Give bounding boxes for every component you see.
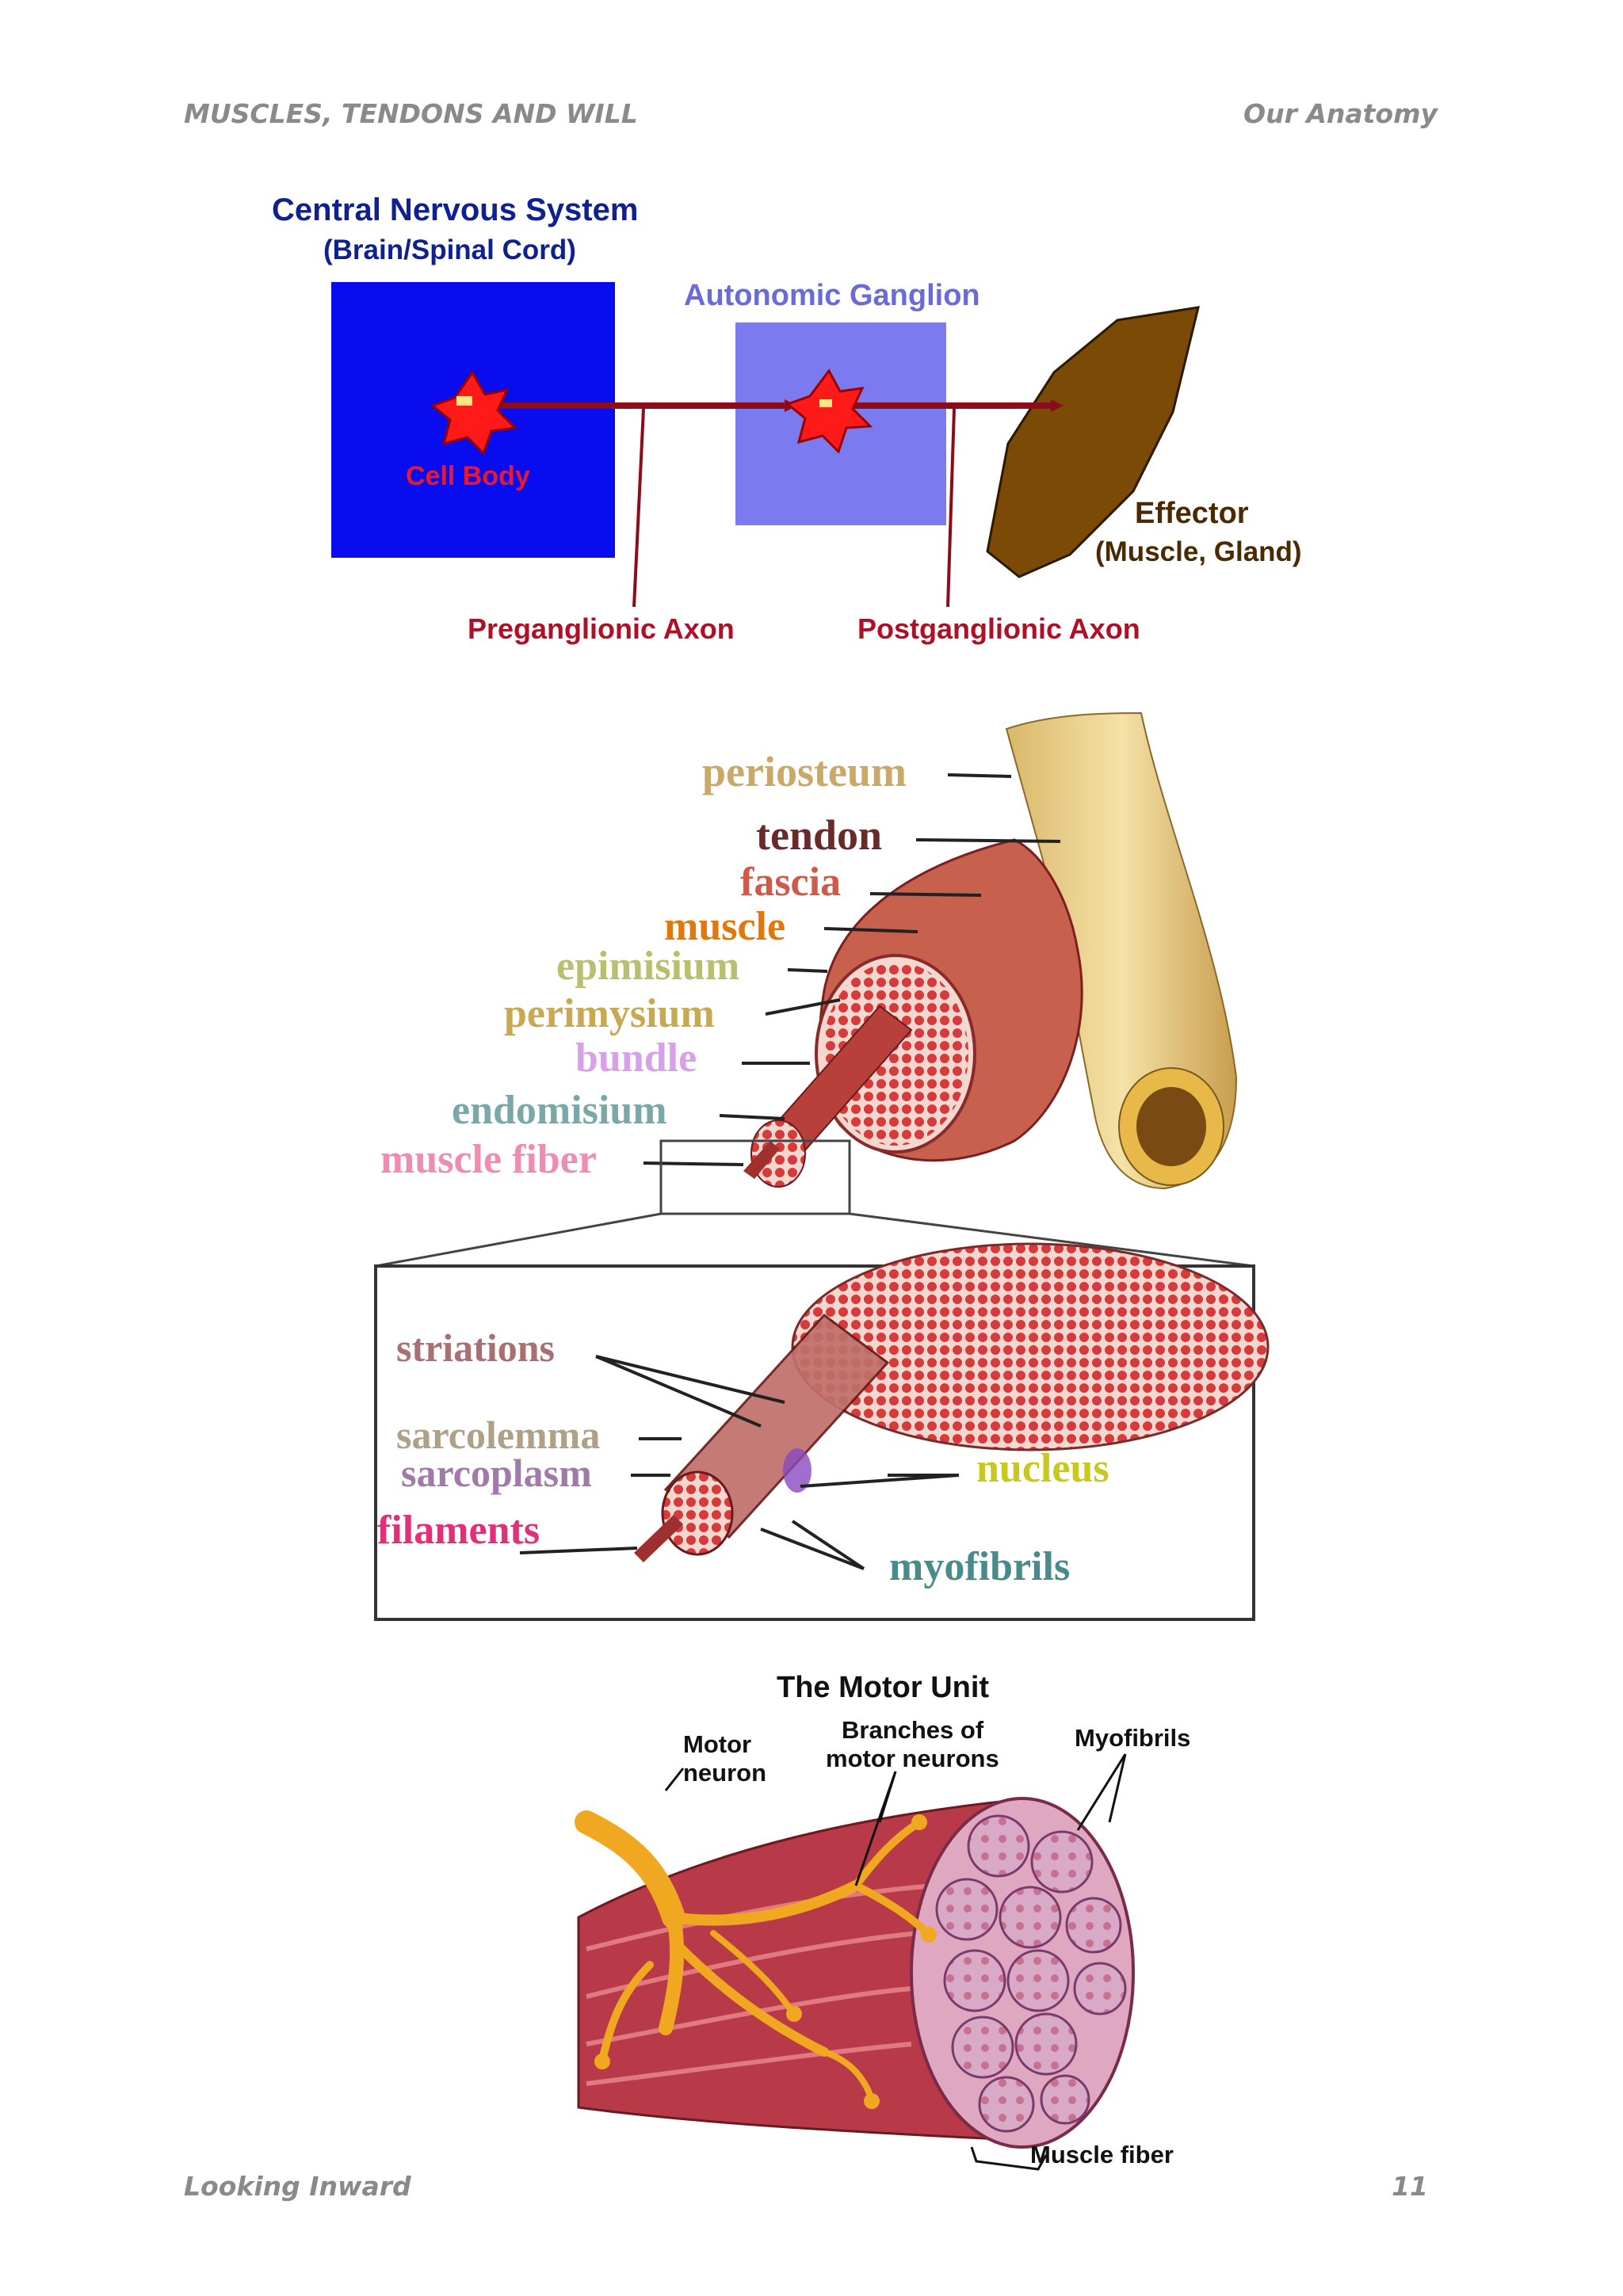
preganglionic-axon-label: Preganglionic Axon — [468, 612, 735, 645]
detail-nucleus — [783, 1448, 812, 1493]
fig2-pointer-lines — [643, 773, 1061, 1166]
myofibrils-label: Myofibrils — [1075, 1724, 1190, 1752]
bone-marrow-core — [1136, 1087, 1206, 1166]
autonomic-pathway-diagram: Central Nervous System (Brain/Spinal Cor… — [272, 193, 1302, 645]
label-periosteum: periosteum — [702, 748, 907, 795]
running-footer-left: Looking Inward — [184, 2171, 411, 2202]
label-myofibrils: myofibrils — [889, 1544, 1070, 1589]
cns-title: Central Nervous System — [272, 193, 638, 227]
cns-cell-body-icon — [430, 370, 518, 456]
label-muscle: muscle — [664, 904, 785, 949]
fascicle-cross-section — [823, 962, 968, 1146]
branches-label-2: motor neurons — [826, 1745, 999, 1772]
fiber-strand — [743, 1141, 780, 1179]
ganglion-nucleus-marker — [819, 399, 832, 407]
branches-label-1: Branches of — [842, 1716, 984, 1744]
detail-fiber-end — [661, 1470, 734, 1556]
postganglionic-axon-label: Postganglionic Axon — [857, 612, 1140, 645]
detail-filament — [634, 1515, 683, 1562]
axon-arrowhead-2 — [1051, 399, 1064, 412]
motor-neuron-label-2: neuron — [683, 1759, 766, 1787]
motor-neuron — [575, 1810, 931, 2103]
ganglion-cell-body-icon — [785, 368, 873, 454]
cell-body-label: Cell Body — [406, 461, 530, 491]
label-sarcoplasm: sarcoplasm — [401, 1451, 592, 1495]
label-bundle: bundle — [575, 1035, 697, 1081]
label-nucleus: nucleus — [976, 1446, 1109, 1491]
fig2-detail-pointer-lines — [519, 1355, 960, 1570]
fiber-cells — [935, 1814, 1127, 2133]
label-filaments: filaments — [377, 1508, 540, 1553]
label-tendon: tendon — [756, 811, 882, 859]
fig3-pointer-lines — [664, 1753, 1127, 2171]
bundle-end — [750, 1119, 806, 1188]
label-striations: striations — [396, 1325, 555, 1370]
label-sarcolemma: sarcolemma — [396, 1413, 600, 1457]
ganglion-title: Autonomic Ganglion — [684, 279, 980, 312]
page-number: 11 — [1392, 2171, 1428, 2202]
post-axon-pointer — [946, 408, 956, 608]
muscle-structure-diagram: periosteum tendon fascia muscle epimisiu… — [374, 711, 1270, 1621]
muscle-fiber-caption: Muscle fiber — [1030, 2141, 1174, 2168]
running-header-left: MUSCLES, TENDONS AND WILL — [184, 98, 638, 129]
label-epimisium: epimisium — [556, 944, 739, 989]
motor-unit-diagram: The Motor Unit Motor neuron Branches of … — [575, 1671, 1190, 2171]
label-muscle-fiber: muscle fiber — [380, 1137, 597, 1182]
label-endomisium: endomisium — [452, 1088, 667, 1133]
motor-unit-title: The Motor Unit — [777, 1671, 989, 1704]
effector-label: Effector — [1135, 497, 1249, 530]
label-fascia: fascia — [740, 860, 841, 905]
motor-neuron-label-1: Motor — [683, 1730, 751, 1758]
effector-sublabel: (Muscle, Gland) — [1095, 536, 1302, 567]
label-perimysium: perimysium — [504, 991, 715, 1036]
cns-subtitle: (Brain/Spinal Cord) — [323, 235, 576, 265]
pre-axon-pointer — [632, 408, 645, 608]
running-header-right: Our Anatomy — [1243, 98, 1438, 129]
detail-fascicles — [791, 1242, 1270, 1451]
motor-end-plates — [594, 1814, 937, 2109]
cns-nucleus-marker — [456, 396, 472, 406]
zoom-connector — [375, 1212, 1254, 1268]
